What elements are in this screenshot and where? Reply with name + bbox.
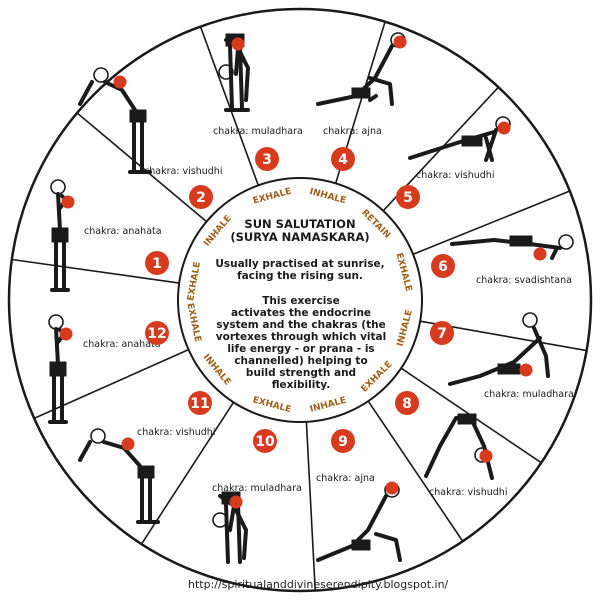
step-number: 11 [190, 396, 209, 412]
pose-5-figure [410, 117, 511, 160]
chakra-dot [498, 122, 511, 135]
chakra-dot [394, 36, 407, 49]
step-number: 4 [338, 152, 348, 168]
step-number: 5 [403, 190, 413, 206]
step-number: 1 [152, 256, 162, 272]
body-line: flexibility. [206, 379, 396, 391]
chakra-label: chakra: vishudhi [429, 487, 507, 498]
pose-3-figure [219, 34, 248, 110]
chakra-dot [122, 438, 135, 451]
chakra-label: chakra: vishudhi [137, 427, 215, 438]
chakra-label: chakra: ajna [316, 473, 375, 484]
pose-9-figure [318, 482, 400, 561]
chakra-label: chakra: vishudhi [144, 166, 222, 177]
chakra-dot [60, 328, 73, 341]
body-line: vortexes through which vital [206, 331, 396, 343]
chakra-dot [230, 496, 243, 509]
center-title: SUN SALUTATION (SURYA NAMASKARA) [200, 218, 400, 244]
chakra-label: chakra: anahata [84, 226, 162, 237]
source-url[interactable]: http://spiritualanddivineserendipity.blo… [188, 578, 448, 591]
step-number: 10 [255, 434, 275, 450]
segment-divider [306, 422, 315, 591]
pose-7-figure [450, 313, 548, 384]
body-line: system and the chakras (the [206, 319, 396, 331]
center-body: This exercise activates the endocrine sy… [206, 295, 396, 391]
pose-6-figure [452, 235, 573, 261]
body-line: channelled) helping to [206, 355, 396, 367]
chakra-label: chakra: vishudhi [416, 170, 494, 181]
step-number: 12 [147, 326, 166, 342]
subtitle-line-2: facing the rising sun. [200, 270, 400, 282]
step-number: 9 [338, 434, 348, 450]
chakra-dot [232, 38, 245, 51]
pose-10-figure [213, 492, 246, 562]
pose-12-figure [49, 315, 73, 422]
chakra-dot [480, 450, 493, 463]
pose-4-figure [318, 33, 407, 104]
chakra-dot [386, 482, 399, 495]
title-line-2: (SURYA NAMASKARA) [200, 231, 400, 244]
chakra-label: chakra: svadishtana [476, 275, 572, 286]
pose-1-figure [51, 180, 75, 290]
body-line: activates the endocrine [206, 307, 396, 319]
chakra-label: chakra: muladhara [484, 389, 574, 400]
chakra-dot [114, 76, 127, 89]
pose-2-figure [80, 68, 150, 172]
center-subtitle: Usually practised at sunrise, facing the… [200, 258, 400, 282]
chakra-label: chakra: muladhara [212, 483, 302, 494]
chakra-dot [534, 248, 547, 261]
body-line: life energy - or prana - is [206, 343, 396, 355]
body-line: This exercise [206, 295, 396, 307]
step-number: 2 [196, 190, 206, 206]
step-number: 7 [437, 326, 447, 342]
chakra-label: chakra: ajna [323, 126, 382, 137]
chakra-dot [520, 364, 533, 377]
step-number: 3 [262, 152, 272, 168]
pose-11-figure [80, 429, 158, 522]
step-number: 6 [438, 259, 448, 275]
subtitle-line-1: Usually practised at sunrise, [200, 258, 400, 270]
chakra-label: chakra: muladhara [213, 126, 303, 137]
step-number: 8 [402, 396, 412, 412]
segment-divider [368, 401, 463, 541]
chakra-dot [62, 196, 75, 209]
body-line: build strength and [206, 367, 396, 379]
